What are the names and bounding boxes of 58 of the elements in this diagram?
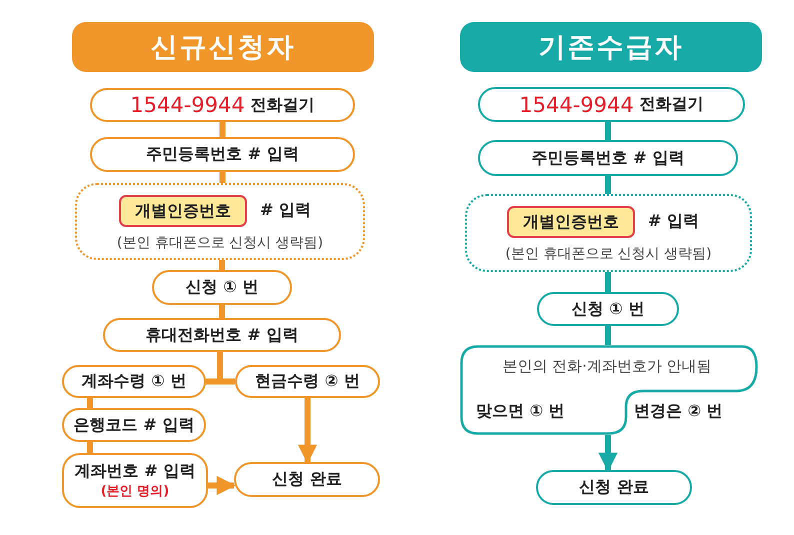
step-text: 은행코드 # 입력 (74, 414, 194, 436)
step-text: 현금수령 ② 번 (255, 371, 360, 392)
step-text: # 입력 (648, 211, 699, 232)
highlight-tag (507, 206, 635, 238)
connector-line (87, 442, 93, 453)
step-box (235, 365, 380, 398)
connector-line (605, 272, 611, 292)
step-box (90, 137, 355, 172)
step-text: 전화걸기 (250, 94, 315, 116)
highlight-tag (119, 195, 247, 227)
step-box (536, 470, 692, 505)
step-text: 개별인증번호 (135, 200, 231, 222)
step-text: 주민등록번호 # 입력 (532, 148, 684, 168)
step-text: 휴대전화번호 # 입력 (146, 324, 298, 346)
note-text: (본인 휴대폰으로 신청시 생략됨) (116, 234, 324, 252)
connector-line (219, 305, 225, 318)
arrow (598, 435, 618, 472)
note-text: (본인 명의) (100, 483, 170, 500)
step-box (62, 453, 208, 508)
step-text: 개별인증번호 (523, 212, 619, 232)
option-text: 맞으면 ① 번 (476, 401, 565, 422)
step-box (478, 140, 738, 176)
step-text: 전화걸기 (640, 94, 704, 115)
phone-number: 1544-9944 (130, 93, 245, 117)
step-text: 계좌수령 ① 번 (82, 371, 186, 392)
step-text: # 입력 (260, 200, 311, 221)
header-banner (72, 22, 374, 72)
step-box (537, 292, 679, 326)
info-text: 본인의 전화·계좌번호가 안내됨 (501, 357, 713, 376)
step-box (90, 88, 355, 122)
connector-line (605, 326, 611, 345)
arrow (298, 398, 318, 464)
step-box (234, 462, 380, 497)
step-box (62, 408, 206, 442)
connector-line (220, 172, 226, 183)
option-text: 변경은 ② 번 (634, 401, 723, 422)
connector-line (219, 260, 225, 270)
connector-line (87, 398, 93, 408)
step-box (62, 365, 206, 398)
connector-line (605, 122, 611, 140)
step-box (152, 270, 292, 305)
step-text: 주민등록번호 # 입력 (146, 144, 299, 165)
header-banner (460, 22, 762, 72)
phone-number: 1544-9944 (519, 92, 634, 116)
step-text: 신청 완료 (579, 477, 649, 498)
info-box (460, 345, 758, 435)
step-box (103, 318, 341, 352)
step-text: 계좌번호 # 입력 (74, 461, 196, 482)
step-text: 신청 ① 번 (186, 277, 258, 298)
header-text: 신규신청자 (150, 31, 296, 65)
step-text: 신청 완료 (272, 469, 342, 490)
connector-line (220, 122, 226, 137)
note-text: (본인 휴대폰으로 신청시 생략됨) (504, 245, 713, 263)
arrow (208, 476, 236, 496)
step-box (478, 87, 745, 122)
step-text: 신청 ① 번 (572, 298, 644, 320)
header-text: 기존수급자 (538, 31, 684, 65)
connector-line (605, 176, 611, 194)
